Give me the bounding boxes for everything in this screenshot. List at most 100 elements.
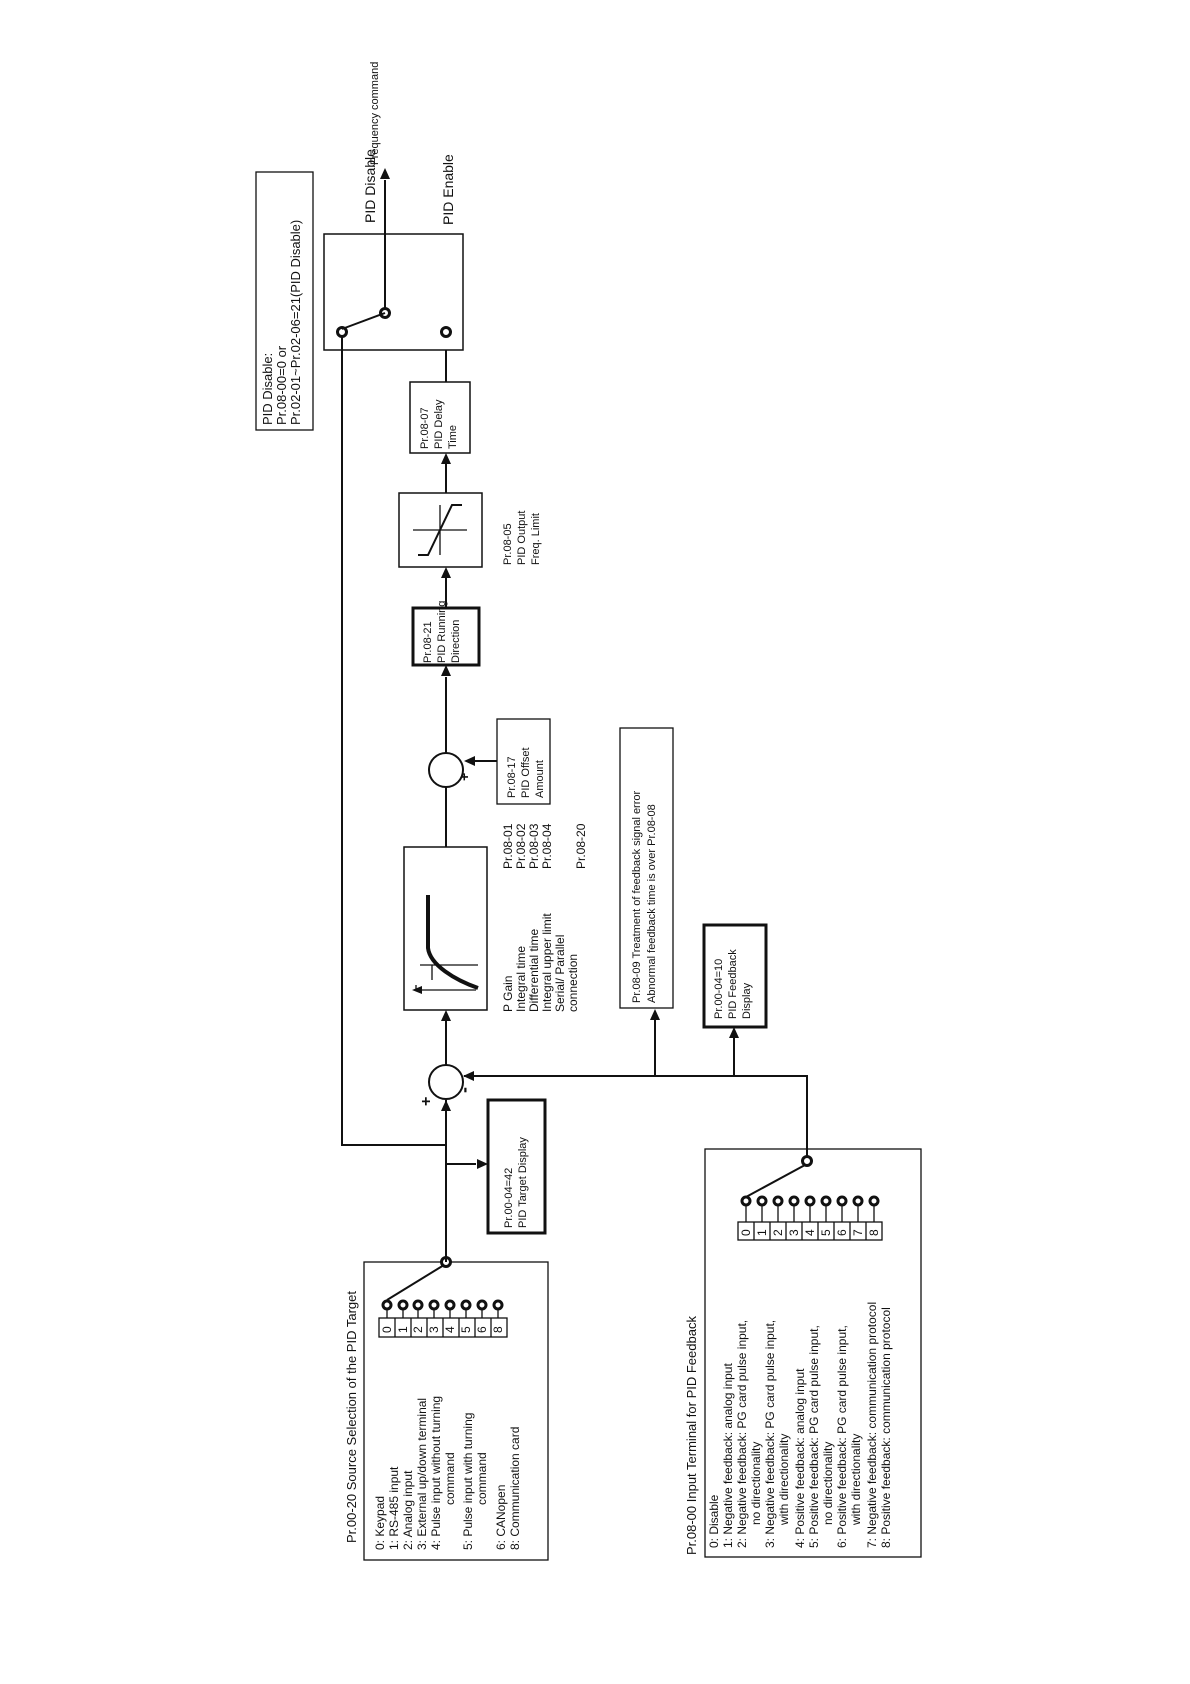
arrow-head: [441, 665, 451, 676]
source-selection-title: Pr.00-20 Source Selection of the PID Tar…: [344, 1291, 359, 1543]
feedback-terminal-item: 1: Negative feedback: analog input: [721, 1363, 735, 1548]
source-selection-item: 5: Pulse input with turning: [461, 1413, 475, 1550]
feedback-terminal-item: no directionality: [749, 1442, 763, 1525]
feedback-terminal-number: 4: [803, 1229, 817, 1236]
feedback-terminal-item: 5: Positive feedback: PG card pulse inpu…: [807, 1325, 821, 1548]
feedback-terminal-number: 7: [851, 1229, 865, 1236]
freq-limit-caption: Freq. Limit: [530, 513, 542, 565]
source-terminal-number: 6: [475, 1326, 489, 1333]
pid-param-value: Pr.08-04: [540, 823, 554, 869]
source-terminal-pin: [460, 1299, 472, 1311]
source-terminal-pin: [444, 1299, 456, 1311]
source-terminal-pin: [476, 1299, 488, 1311]
pid-param-name: Differential time: [527, 929, 541, 1012]
delay-block: [409, 381, 471, 454]
feedback-terminal-item: 6: Positive feedback: PG card pulse inpu…: [835, 1325, 849, 1548]
source-terminal-pin: [492, 1299, 504, 1311]
pid-curve: [426, 895, 479, 990]
feedback-switch-blade: [745, 1164, 806, 1198]
arrow-head: [441, 453, 451, 464]
feedback-terminal-number: 8: [867, 1229, 881, 1236]
source-selection-item: 0: Keypad: [373, 1496, 387, 1550]
source-terminal-number: 8: [491, 1326, 505, 1333]
source-selection-item: 2: Analog input: [401, 1470, 415, 1550]
source-terminal-pin: [428, 1299, 440, 1311]
offset-block-label: Amount: [534, 760, 546, 798]
pid-disable-note-line: Pr.02-01~Pr.02-06=21(PID Disable): [288, 220, 303, 425]
source-selection-item: 3: External up/down terminal: [415, 1398, 429, 1550]
source-terminal-pin: [412, 1299, 424, 1311]
source-selection-item: 1: RS-485 input: [387, 1466, 401, 1550]
pid-param-value: Pr.08-20: [574, 823, 588, 869]
feedback-terminal-pin: [820, 1195, 832, 1207]
offset-block-label: PID Offset: [520, 747, 532, 798]
error-treatment-block: [619, 727, 674, 1009]
target-display-block: [486, 1098, 547, 1235]
arrow-head: [463, 1071, 474, 1081]
freq-limit-caption: Pr.08-05: [502, 523, 514, 565]
arrow-head: [441, 1010, 451, 1021]
offset-plus-sign: +: [456, 773, 472, 781]
direction-block: [411, 606, 481, 667]
pid-controller-block: [403, 846, 488, 1011]
delay-block-label: PID Delay: [433, 399, 445, 449]
freq-limit-caption: PID Output: [516, 511, 528, 565]
source-terminal-number: 2: [411, 1326, 425, 1333]
switch-blade: [341, 312, 386, 330]
pid-disable-contact: [336, 326, 348, 338]
feedback-terminal-number: 1: [755, 1229, 769, 1236]
delay-block-label: Time: [447, 425, 459, 449]
source-terminal-number: 5: [459, 1326, 473, 1333]
error-treatment-label: Pr.08-09 Treatment of feedback signal er…: [631, 790, 643, 1003]
feedback-terminal-item: 3: Negative feedback: PG card pulse inpu…: [763, 1320, 777, 1548]
direction-block-label: Pr.08-21: [422, 621, 434, 663]
feedback-terminal-item: with directionality: [777, 1434, 791, 1526]
pid-enable-contact: [440, 326, 452, 338]
feedback-terminal-pin: [756, 1195, 768, 1207]
pid-enable-label: PID Enable: [440, 154, 456, 225]
sum-plus-sign: +: [418, 1097, 435, 1106]
feedback-display-label: Display: [741, 982, 753, 1019]
sum-minus-sign: -: [454, 1087, 474, 1093]
feedback-signal-line: [464, 1075, 808, 1161]
source-terminal-number: 4: [443, 1326, 457, 1333]
feedback-terminal-item: 0: Disable: [707, 1494, 721, 1548]
feedback-switch-common: [801, 1155, 813, 1167]
feedback-terminal-number: 5: [819, 1229, 833, 1236]
target-display-label: Pr.00-04=42: [503, 1168, 515, 1228]
arrow-head: [650, 1009, 660, 1020]
pid-disable-bypass-line: [341, 337, 446, 1146]
feedback-terminal-pin: [740, 1195, 752, 1207]
feedback-display-label: Pr.00-04=10: [713, 959, 725, 1019]
pid-param-value: Pr.08-03: [527, 823, 541, 869]
feedback-terminal-title: Pr.08-00 Input Terminal for PID Feedback: [684, 1316, 699, 1555]
source-terminal-number: 0: [380, 1326, 394, 1333]
pid-param-name: Integral upper limit: [540, 913, 554, 1012]
feedback-terminal-pin: [868, 1195, 880, 1207]
feedback-terminal-pin: [788, 1195, 800, 1207]
limit-icon-curve: [418, 504, 462, 556]
feedback-terminal-number: 0: [739, 1229, 753, 1236]
source-terminal-number: 3: [427, 1326, 441, 1333]
feedback-terminal-number: 3: [787, 1229, 801, 1236]
feedback-terminal-pin: [772, 1195, 784, 1207]
source-terminal-number: 1: [396, 1326, 410, 1333]
source-switch-blade: [386, 1264, 445, 1301]
feedback-display-block: [702, 923, 768, 1029]
source-terminal-pin: [397, 1299, 409, 1311]
feedback-terminal-item: with directionality: [849, 1434, 863, 1526]
feedback-display-label: PID Feedback: [727, 949, 739, 1019]
feedback-terminal-number: 2: [771, 1229, 785, 1236]
direction-block-label: Direction: [450, 620, 462, 663]
feedback-terminal-item: 7: Negative feedback: communication prot…: [865, 1302, 879, 1548]
source-selection-item: command: [443, 1452, 457, 1505]
frequency-command-label: Frequency command: [369, 62, 381, 165]
feedback-terminal-item: 4: Positive feedback: analog input: [793, 1368, 807, 1548]
pid-curve-axis-arrow: [412, 986, 422, 994]
pid-param-name: P Gain: [501, 976, 515, 1012]
source-selection-box: [363, 1261, 549, 1561]
feedback-terminal-item: 2: Negative feedback: PG card pulse inpu…: [735, 1320, 749, 1548]
feedback-terminal-box: [704, 1148, 922, 1558]
arrow-head: [464, 756, 475, 766]
